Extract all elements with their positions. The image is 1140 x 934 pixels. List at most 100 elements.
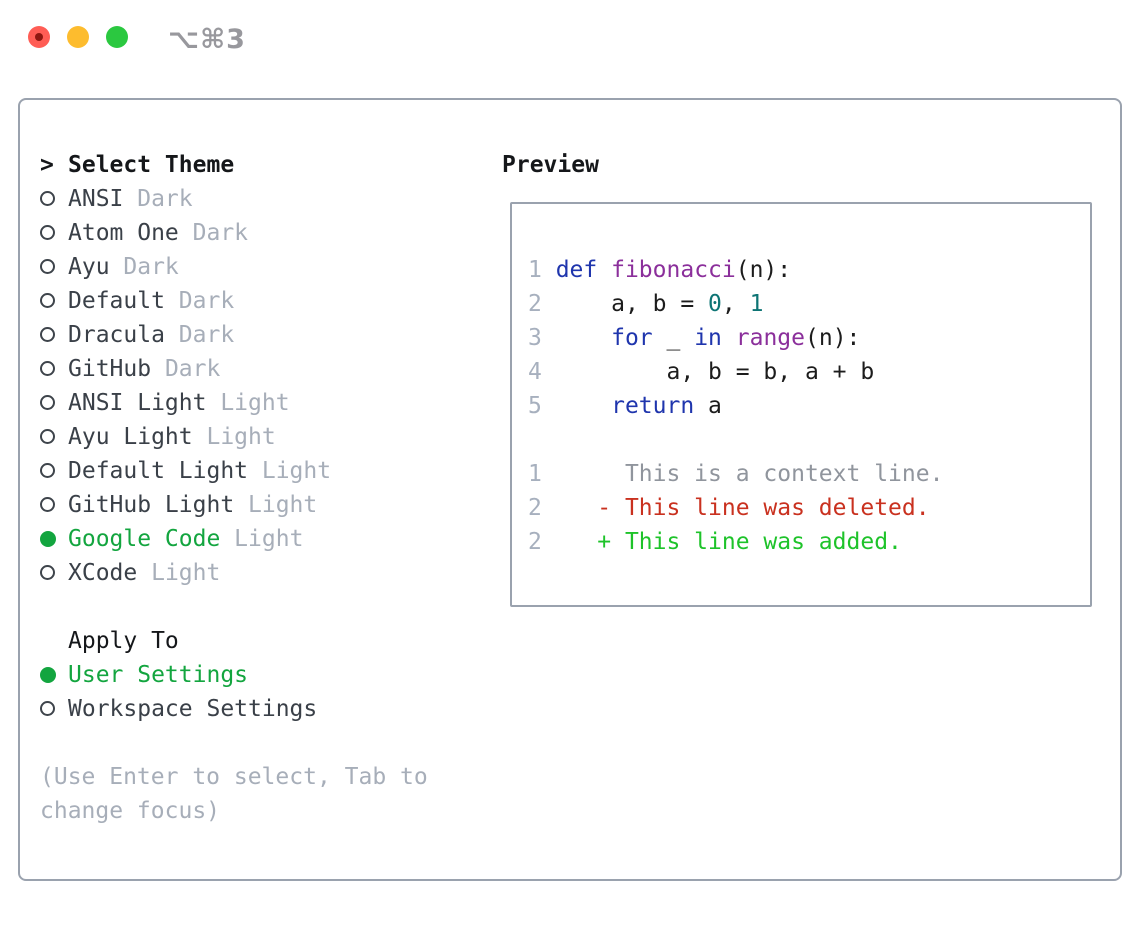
item-variant-label: Dark <box>109 254 179 280</box>
item-variant-label: Light <box>137 560 221 586</box>
line-number: 5 <box>528 393 556 419</box>
code-line: 3 for _ in range(n): <box>528 321 1082 355</box>
line-number: 1 <box>528 257 556 283</box>
titlebar: ⌥⌘3 <box>0 0 1140 98</box>
code-line <box>528 423 1082 457</box>
radio-icon <box>40 701 55 716</box>
theme-item-default-light[interactable]: Default Light Light <box>40 454 502 488</box>
theme-item-github[interactable]: GitHub Dark <box>40 352 502 386</box>
code-line: 1 def fibonacci(n): <box>528 253 1082 287</box>
preview-title: Preview <box>502 152 599 178</box>
code-token: range <box>735 325 805 351</box>
item-label: ANSI <box>68 186 124 212</box>
item-label: Dracula <box>68 322 165 348</box>
code-token: fibonacci <box>611 257 736 283</box>
code-token: (n): <box>805 325 861 351</box>
theme-item-ansi[interactable]: ANSI Dark <box>40 182 502 216</box>
item-variant-label: Light <box>192 424 276 450</box>
line-number: 2 <box>528 529 556 555</box>
code-token <box>556 393 611 419</box>
keyboard-hint: (Use Enter to select, Tab to change focu… <box>40 764 428 824</box>
preview-column: Preview 1 def fibonacci(n):2 a, b = 0, 1… <box>502 148 1092 879</box>
code-line: 1 This is a context line. <box>528 457 1082 491</box>
item-variant-label: Dark <box>123 186 193 212</box>
radio-icon <box>40 361 55 376</box>
theme-item-ayu-light[interactable]: Ayu Light Light <box>40 420 502 454</box>
item-variant-label: Dark <box>164 322 235 348</box>
focus-cursor: > <box>40 148 68 182</box>
traffic-lights <box>28 0 128 48</box>
code-line: 2 + This line was added. <box>528 525 1082 559</box>
radio-icon <box>40 429 55 444</box>
radio-icon <box>40 565 55 580</box>
code-line: 4 a, b = b, a + b <box>528 355 1082 389</box>
code-token: 1 <box>749 291 764 317</box>
code-line: 2 - This line was deleted. <box>528 491 1082 525</box>
radio-selected-icon <box>40 531 56 547</box>
code-token: in <box>694 325 722 351</box>
item-label: Atom One <box>68 220 179 246</box>
code-token: - This line was deleted. <box>555 495 930 521</box>
code-token: def <box>555 257 598 283</box>
theme-item-ayu[interactable]: Ayu Dark <box>40 250 502 284</box>
apply-to-header: Apply To <box>40 624 502 658</box>
radio-icon <box>40 327 55 342</box>
code-token: a, b = b, a + b <box>555 359 875 385</box>
item-label: GitHub Light <box>68 492 235 518</box>
apply-option-user-settings[interactable]: User Settings <box>40 658 502 692</box>
item-variant-label: Dark <box>164 288 235 314</box>
item-label: Default <box>68 288 165 314</box>
item-label: ANSI Light <box>68 390 207 416</box>
item-variant-label: Light <box>234 492 318 518</box>
theme-item-xcode[interactable]: XCode Light <box>40 556 502 590</box>
item-label: Workspace Settings <box>68 696 318 722</box>
cursor-icon: > <box>40 152 54 178</box>
line-number: 4 <box>528 359 556 385</box>
code-line: 5 return a <box>528 389 1082 423</box>
item-label: Ayu <box>68 254 110 280</box>
radio-icon <box>40 497 55 512</box>
radio-icon <box>40 293 55 308</box>
radio-selected-icon <box>40 667 56 683</box>
window-shortcut-label: ⌥⌘3 <box>168 24 246 55</box>
item-variant-label: Light <box>220 526 304 552</box>
theme-item-atom-one[interactable]: Atom One Dark <box>40 216 502 250</box>
code-token: for <box>611 325 653 351</box>
minimize-button[interactable] <box>67 26 89 48</box>
code-token: a <box>694 393 722 419</box>
theme-item-github-light[interactable]: GitHub Light Light <box>40 488 502 522</box>
item-variant-label: Light <box>206 390 290 416</box>
theme-item-default[interactable]: Default Dark <box>40 284 502 318</box>
radio-icon <box>40 463 55 478</box>
apply-option-workspace-settings[interactable]: Workspace Settings <box>40 692 502 726</box>
select-theme-title: Select Theme <box>68 152 235 178</box>
code-token: + This line was added. <box>555 529 902 555</box>
code-token: _ <box>652 325 695 351</box>
zoom-button[interactable] <box>106 26 128 48</box>
apply-to-title: Apply To <box>68 628 179 654</box>
theme-item-dracula[interactable]: Dracula Dark <box>40 318 502 352</box>
line-number: 3 <box>528 325 556 351</box>
select-theme-header: > Select Theme <box>40 148 502 182</box>
code-token <box>597 257 611 283</box>
radio-icon <box>40 259 55 274</box>
theme-item-ansi-light[interactable]: ANSI Light Light <box>40 386 502 420</box>
code-token: a, b = <box>555 291 709 317</box>
close-button[interactable] <box>28 26 50 48</box>
item-variant-label: Light <box>248 458 332 484</box>
item-variant-label: Dark <box>151 356 221 382</box>
line-number: 2 <box>528 495 556 521</box>
theme-item-google-code[interactable]: Google Code Light <box>40 522 502 556</box>
code-token: , <box>721 291 750 317</box>
code-token <box>556 325 611 351</box>
item-label: Google Code <box>68 526 221 552</box>
line-number: 2 <box>528 291 556 317</box>
item-label: Ayu Light <box>68 424 193 450</box>
code-token: (n): <box>735 257 792 283</box>
